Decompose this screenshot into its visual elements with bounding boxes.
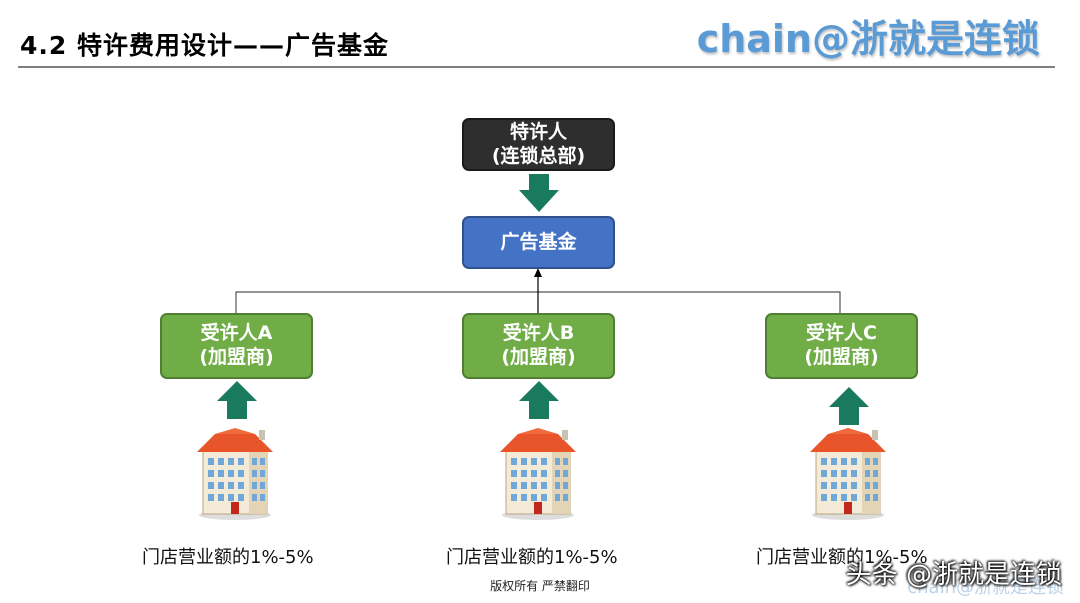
- licensee-c-sublabel: (加盟商): [804, 346, 879, 368]
- licensee-a-box: 受许人A (加盟商): [160, 313, 313, 379]
- store-b-caption: 门店营业额的1%-5%: [446, 547, 618, 568]
- toutiao-watermark: 头条 @浙就是连锁: [845, 560, 1062, 590]
- brand-logo: chain@浙就是连锁: [696, 17, 1040, 61]
- franchisor-sublabel: (连锁总部): [491, 144, 586, 167]
- licensee-a-sublabel: (加盟商): [199, 346, 274, 368]
- up-arrow-icon: [217, 381, 257, 419]
- franchisor-label: 特许人: [509, 120, 567, 143]
- faint-watermark: chain@浙就是连锁: [907, 577, 1064, 598]
- licensee-a-label: 受许人A: [200, 322, 273, 345]
- copyright-notice: 版权所有 严禁翻印: [490, 579, 590, 593]
- licensee-c-label: 受许人C: [806, 322, 877, 345]
- licensee-b-label: 受许人B: [502, 322, 575, 345]
- store-building-icon: [810, 428, 886, 520]
- licensee-c-box: 受许人C (加盟商): [765, 313, 918, 379]
- ad-fund-box: 广告基金: [462, 216, 615, 269]
- ad-fund-label: 广告基金: [500, 230, 577, 253]
- fund-connector-arrowhead: [534, 268, 542, 277]
- franchisor-box: 特许人 (连锁总部): [462, 118, 615, 171]
- down-arrow-icon: [519, 174, 559, 212]
- store-a-caption: 门店营业额的1%-5%: [142, 547, 314, 568]
- page-title: 4.2 特许费用设计——广告基金: [20, 31, 389, 60]
- title-divider: [18, 66, 1055, 68]
- up-arrow-icon: [519, 381, 559, 419]
- store-building-icon: [500, 428, 576, 520]
- store-c-caption: 门店营业额的1%-5%: [756, 547, 928, 568]
- licensee-b-box: 受许人B (加盟商): [462, 313, 615, 379]
- licensee-b-sublabel: (加盟商): [501, 346, 576, 368]
- up-arrow-icon: [829, 387, 869, 425]
- store-building-icon: [197, 428, 273, 520]
